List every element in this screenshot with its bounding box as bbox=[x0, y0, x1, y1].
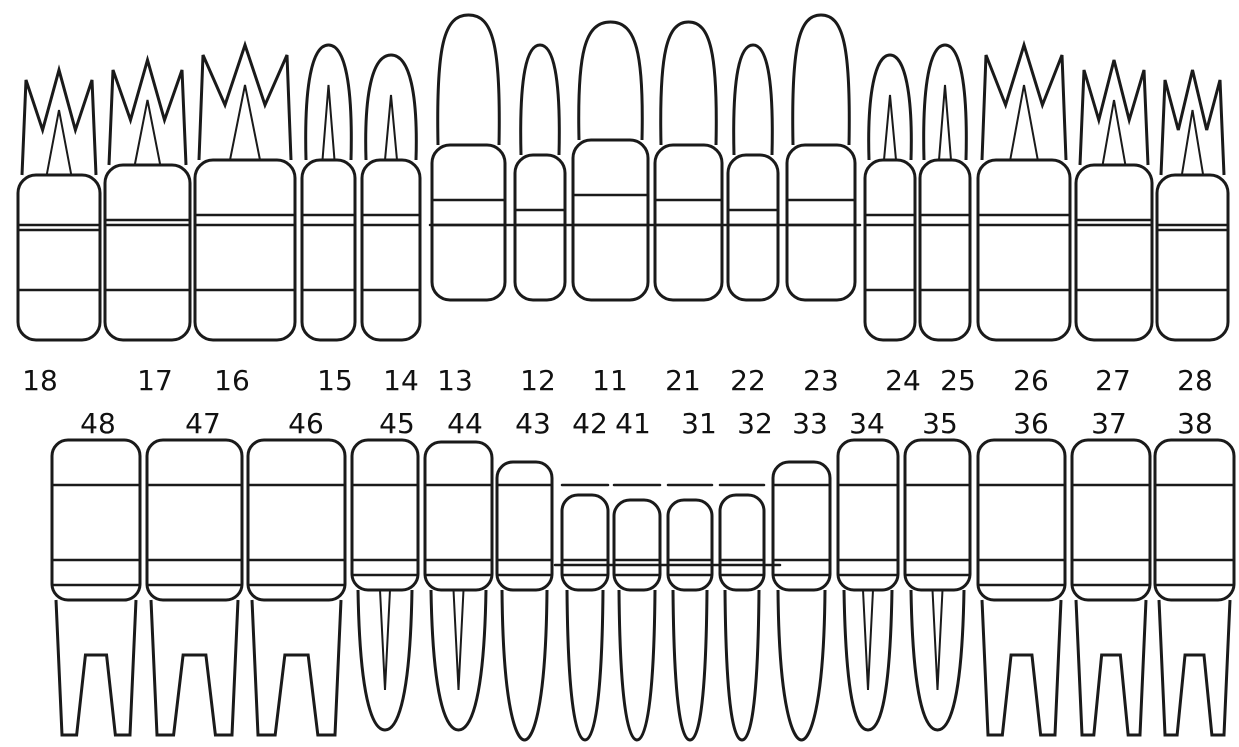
lower-number-41: 41 bbox=[615, 410, 651, 438]
upper-tooth-16 bbox=[195, 45, 295, 340]
upper-number-17: 17 bbox=[137, 367, 173, 395]
upper-number-13: 13 bbox=[437, 367, 473, 395]
upper-number-11: 11 bbox=[592, 367, 628, 395]
upper-number-21: 21 bbox=[665, 367, 701, 395]
upper-tooth-21 bbox=[655, 22, 722, 300]
lower-number-35: 35 bbox=[922, 410, 958, 438]
lower-tooth-44 bbox=[425, 442, 492, 730]
upper-number-24: 24 bbox=[885, 367, 921, 395]
upper-tooth-18 bbox=[18, 70, 100, 340]
lower-number-33: 33 bbox=[792, 410, 828, 438]
lower-tooth-33 bbox=[773, 462, 830, 740]
lower-number-37: 37 bbox=[1091, 410, 1127, 438]
lower-number-48: 48 bbox=[80, 410, 116, 438]
lower-tooth-34 bbox=[838, 440, 898, 730]
upper-tooth-25 bbox=[920, 45, 970, 340]
upper-number-12: 12 bbox=[520, 367, 556, 395]
lower-tooth-42 bbox=[562, 485, 608, 740]
upper-tooth-26 bbox=[978, 45, 1070, 340]
upper-tooth-13 bbox=[432, 15, 505, 300]
upper-tooth-28 bbox=[1157, 70, 1228, 340]
upper-number-26: 26 bbox=[1013, 367, 1049, 395]
upper-number-18: 18 bbox=[22, 367, 58, 395]
lower-number-34: 34 bbox=[849, 410, 885, 438]
lower-tooth-43 bbox=[497, 462, 552, 740]
upper-number-28: 28 bbox=[1177, 367, 1213, 395]
lower-number-46: 46 bbox=[288, 410, 324, 438]
upper-number-27: 27 bbox=[1095, 367, 1131, 395]
lower-tooth-47 bbox=[147, 440, 242, 735]
upper-number-23: 23 bbox=[803, 367, 839, 395]
upper-tooth-22 bbox=[728, 45, 778, 300]
upper-tooth-14 bbox=[362, 55, 420, 340]
upper-number-25: 25 bbox=[940, 367, 976, 395]
lower-number-31: 31 bbox=[681, 410, 717, 438]
lower-number-43: 43 bbox=[515, 410, 551, 438]
lower-tooth-37 bbox=[1072, 440, 1150, 735]
lower-number-45: 45 bbox=[379, 410, 415, 438]
lower-tooth-38 bbox=[1155, 440, 1234, 735]
lower-number-36: 36 bbox=[1013, 410, 1049, 438]
upper-tooth-17 bbox=[105, 60, 190, 340]
lower-number-32: 32 bbox=[737, 410, 773, 438]
lower-tooth-41 bbox=[614, 485, 660, 740]
upper-tooth-24 bbox=[865, 55, 915, 340]
lower-tooth-48 bbox=[52, 440, 140, 735]
occlusal-lines bbox=[430, 225, 860, 565]
lower-tooth-36 bbox=[978, 440, 1065, 735]
lower-number-44: 44 bbox=[447, 410, 483, 438]
lower-number-47: 47 bbox=[185, 410, 221, 438]
lower-tooth-31 bbox=[668, 485, 712, 740]
lower-number-38: 38 bbox=[1177, 410, 1213, 438]
upper-number-16: 16 bbox=[214, 367, 250, 395]
lower-tooth-35 bbox=[905, 440, 970, 730]
upper-number-15: 15 bbox=[317, 367, 353, 395]
upper-tooth-11 bbox=[573, 22, 648, 300]
upper-tooth-12 bbox=[515, 45, 565, 300]
upper-tooth-15 bbox=[302, 45, 355, 340]
upper-tooth-23 bbox=[787, 15, 855, 300]
upper-tooth-27 bbox=[1076, 60, 1152, 340]
lower-number-42: 42 bbox=[572, 410, 608, 438]
upper-number-22: 22 bbox=[730, 367, 766, 395]
upper-number-14: 14 bbox=[383, 367, 419, 395]
lower-tooth-45 bbox=[352, 440, 418, 730]
lower-tooth-46 bbox=[248, 440, 345, 735]
lower-tooth-32 bbox=[720, 485, 764, 740]
